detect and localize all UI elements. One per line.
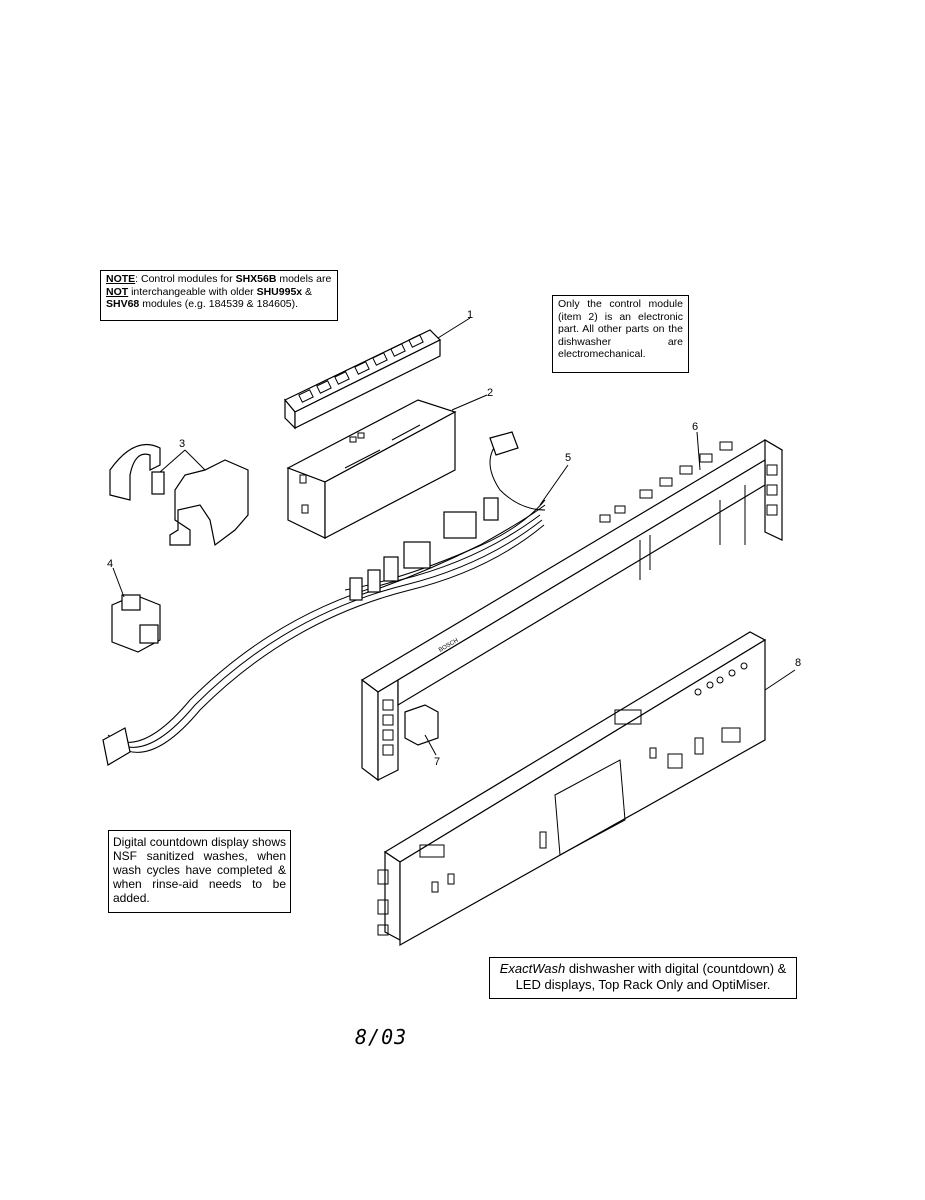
- callout-8: 8: [795, 657, 801, 669]
- note-text-4: &: [302, 285, 313, 298]
- note-not: NOT: [106, 285, 129, 298]
- part-3-bracket: [109, 443, 249, 547]
- part-5-wire-harness: [102, 431, 569, 766]
- callout-2: 2: [487, 387, 493, 399]
- part-4-switch: [111, 567, 161, 653]
- note-model-2: SHU995x: [256, 285, 303, 298]
- part-1-button-strip: [284, 317, 471, 430]
- note-model-1: SHX56B: [235, 273, 277, 285]
- note-model-3: SHV68: [106, 298, 140, 310]
- callout-1: 1: [467, 309, 473, 321]
- callout-3: 3: [179, 438, 185, 450]
- note-text-3: interchangeable with older: [128, 285, 257, 298]
- note-label: NOTE: [106, 273, 136, 285]
- part-6-front-panel: [360, 431, 784, 782]
- callout-6: 6: [692, 421, 698, 433]
- note-text-1: : Control modules for: [135, 273, 236, 285]
- part-7-button: [404, 704, 439, 756]
- date-stamp: 8/03: [355, 1025, 408, 1049]
- callout-7: 7: [434, 756, 440, 768]
- callout-4: 4: [107, 558, 113, 570]
- note-text-2: models are: [276, 273, 332, 285]
- callout-5: 5: [565, 452, 571, 464]
- note-digital-display: Digital countdown display shows NSF sani…: [108, 830, 291, 913]
- note-electronic-part: Only the control module (item 2) is an e…: [552, 295, 689, 373]
- note-interchangeability: NOTE: Control modules for SHX56B models …: [100, 270, 338, 321]
- part-8-inner-panel: [377, 631, 796, 947]
- note-text-5: modules (e.g. 184539 & 184605).: [139, 298, 299, 310]
- part-2-control-module: [286, 394, 488, 539]
- caption-brand: ExactWash: [499, 961, 566, 976]
- caption-box: ExactWash dishwasher with digital (count…: [489, 957, 797, 999]
- caption-text: dishwasher with digital (countdown) & LE…: [515, 961, 787, 992]
